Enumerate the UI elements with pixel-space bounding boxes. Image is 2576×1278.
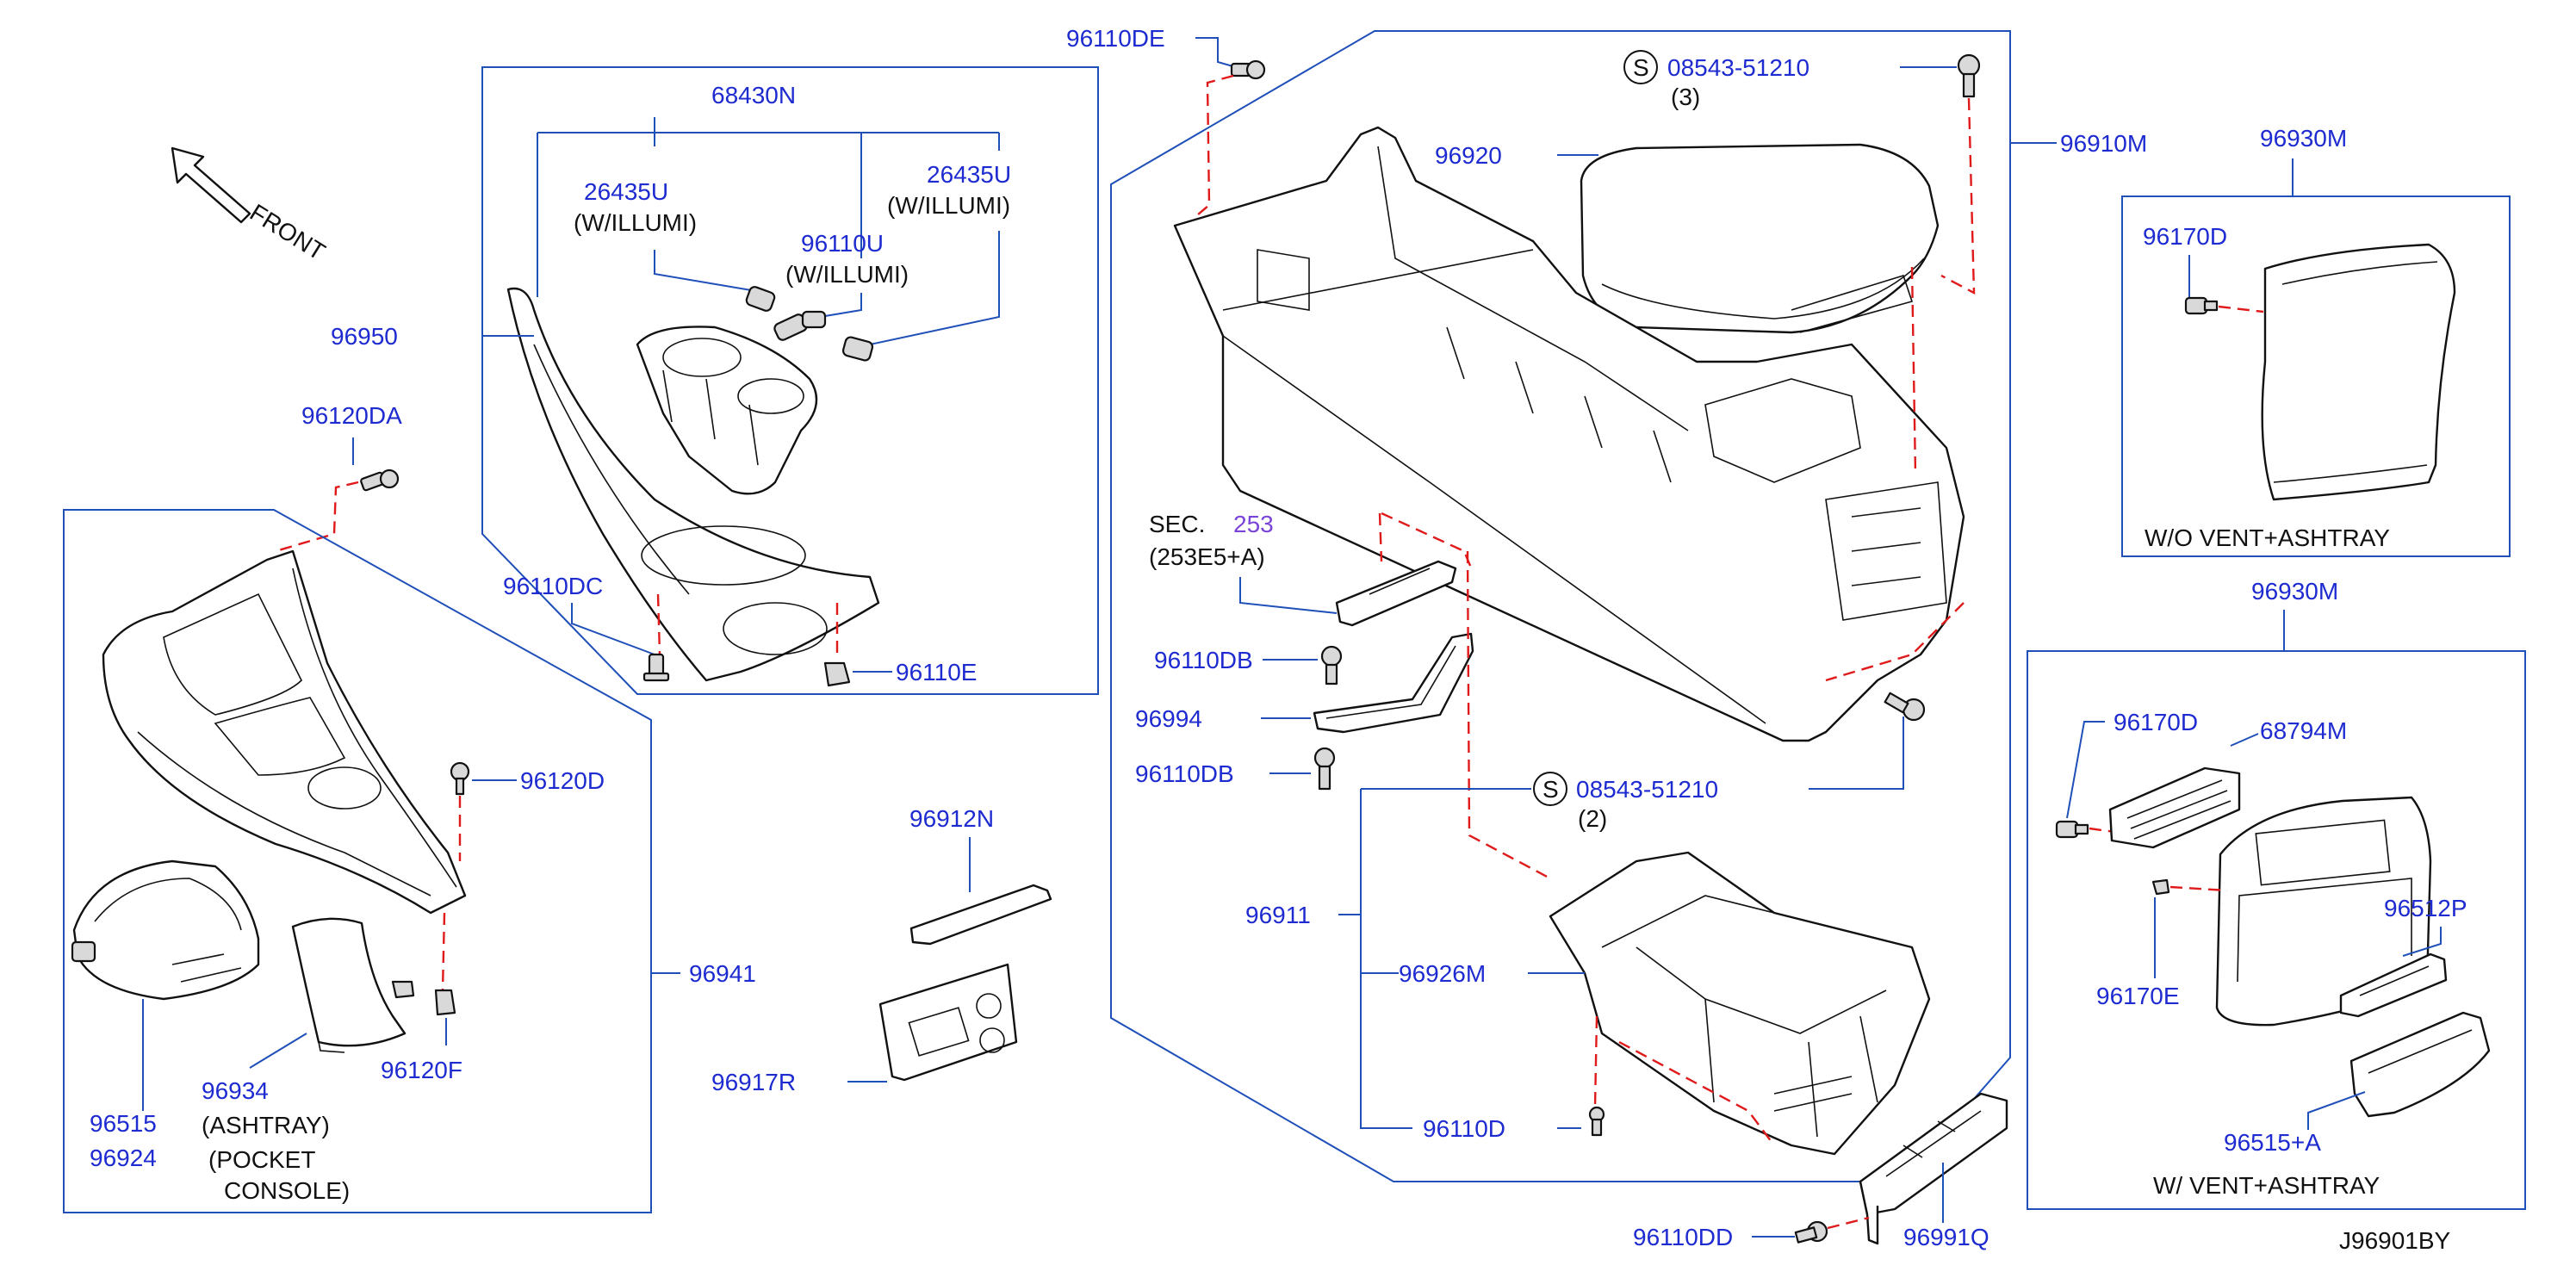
label-w-illumi-right: (W/ILLUMI): [887, 192, 1010, 219]
screw-96110DD: [1794, 1220, 1828, 1244]
label-08543-51210-top: 08543-51210: [1667, 54, 1809, 81]
lower-console-finisher: [102, 549, 467, 915]
label-26435U-left: 26435U: [584, 178, 668, 205]
cup-holder-insert: [636, 326, 818, 495]
without-vent-group-frame: [2121, 195, 2511, 557]
console-box-body: [1173, 126, 1965, 742]
label-96930M-bottom: 96930M: [2251, 578, 2338, 605]
label-96170D-bottom: 96170D: [2114, 709, 2198, 735]
label-96926M: 96926M: [1399, 960, 1486, 987]
screw-96110DE: [1230, 59, 1266, 80]
bracket-96994: [1313, 632, 1474, 734]
label-96512P: 96512P: [2384, 895, 2467, 921]
lower-console-group-frame: [63, 509, 652, 1213]
label-pocket: (POCKET: [208, 1146, 315, 1173]
label-96924: 96924: [90, 1145, 157, 1171]
rear-cover-96930M: [2261, 243, 2456, 501]
label-68430N: 68430N: [711, 82, 796, 109]
label-sec-ref: (253E5+A): [1149, 543, 1265, 570]
screw-96110D: [1588, 1106, 1605, 1137]
label-96917R: 96917R: [711, 1069, 796, 1095]
screw-08543-top: [1957, 53, 1981, 98]
label-96950: 96950: [331, 323, 398, 350]
screw-96110DC: [642, 653, 670, 682]
label-68794M: 68794M: [2260, 717, 2347, 744]
ashtray-pocket-assembly: [71, 859, 260, 1001]
front-arrow-icon: [171, 146, 251, 224]
label-96110U: 96110U: [801, 230, 884, 257]
label-96120D: 96120D: [520, 767, 605, 794]
label-96170D-top: 96170D: [2143, 223, 2227, 250]
label-96110DB-bottom: 96110DB: [1135, 760, 1234, 787]
screw-96120DA: [360, 468, 400, 492]
screw-96110DB-top: [1320, 645, 1343, 686]
clip-96110E: [823, 661, 851, 687]
svg-text:S: S: [1633, 54, 1649, 81]
label-96110E: 96110E: [896, 659, 977, 686]
standard-part-badge-bottom: S: [1533, 772, 1567, 806]
label-96910M: 96910M: [2060, 130, 2147, 157]
label-26435U-right: 26435U: [927, 161, 1011, 188]
panel-96917R: [878, 963, 1018, 1082]
label-qty-2: (2): [1578, 805, 1607, 832]
screw-96170D-bottom: [2055, 820, 2089, 839]
ashtray-96512P: [2339, 952, 2448, 1018]
label-96994: 96994: [1135, 705, 1202, 732]
label-08543-51210-bottom: 08543-51210: [1576, 776, 1718, 803]
lower-console-box-96926M: [1549, 851, 1931, 1156]
standard-part-badge-top: S: [1623, 50, 1658, 84]
clip-96170E: [2151, 878, 2170, 896]
label-96941: 96941: [689, 960, 756, 987]
label-96930M-top: 96930M: [2260, 125, 2347, 152]
label-96110DE: 96110DE: [1066, 25, 1165, 52]
label-console: CONSOLE): [224, 1177, 350, 1204]
label-w-illumi-center: (W/ILLUMI): [785, 261, 909, 288]
svg-text:S: S: [1542, 776, 1559, 803]
clip-96120F: [434, 989, 456, 1016]
label-qty-3: (3): [1671, 84, 1700, 110]
label-96991Q: 96991Q: [1903, 1224, 1989, 1250]
label-96912N: 96912N: [909, 805, 994, 832]
label-96110DB-top: 96110DB: [1154, 647, 1253, 673]
diagram-id: J96901BY: [2339, 1227, 2451, 1254]
label-96920: 96920: [1435, 142, 1502, 169]
cupholder-group-frame: [481, 66, 1099, 695]
label-96110DD: 96110DD: [1633, 1224, 1733, 1250]
label-sec: SEC.: [1149, 511, 1205, 537]
console-finisher-panel: [506, 287, 880, 682]
label-96911: 96911: [1245, 902, 1311, 928]
screw-96170D-top: [2184, 296, 2219, 315]
screw-96120D: [450, 761, 470, 796]
label-ashtray: (ASHTRAY): [202, 1112, 330, 1138]
label-96170E: 96170E: [2096, 983, 2180, 1009]
label-sec-253: 253: [1233, 511, 1274, 537]
vent-grille-68794M: [2108, 766, 2241, 849]
label-96120DA: 96120DA: [301, 402, 402, 429]
label-96515A: 96515+A: [2224, 1129, 2321, 1156]
screw-08543-bottom: [1884, 692, 1926, 722]
bracket-96991Q: [1859, 1092, 2008, 1245]
front-label: FRONT: [245, 199, 330, 265]
armrest-lid: [1580, 143, 1940, 334]
trim-96912N: [909, 884, 1052, 946]
ashtray-96515A: [2349, 1011, 2491, 1118]
illumination-bulbs: [745, 286, 874, 362]
label-w-vent-ashtray: W/ VENT+ASHTRAY: [2153, 1172, 2380, 1199]
label-96120F: 96120F: [381, 1057, 462, 1083]
with-vent-group-frame: [2027, 650, 2526, 1210]
screw-96110DB-bottom: [1313, 747, 1336, 791]
bracket-253: [1335, 560, 1457, 627]
label-w-illumi-left: (W/ILLUMI): [574, 209, 697, 236]
label-wo-vent-ashtray: W/O VENT+ASHTRAY: [2145, 524, 2390, 551]
label-96515: 96515: [90, 1110, 157, 1137]
label-96110D: 96110D: [1423, 1115, 1505, 1142]
label-96110DC: 96110DC: [503, 573, 603, 599]
label-96934: 96934: [202, 1077, 269, 1104]
shift-boot: [291, 917, 415, 1053]
